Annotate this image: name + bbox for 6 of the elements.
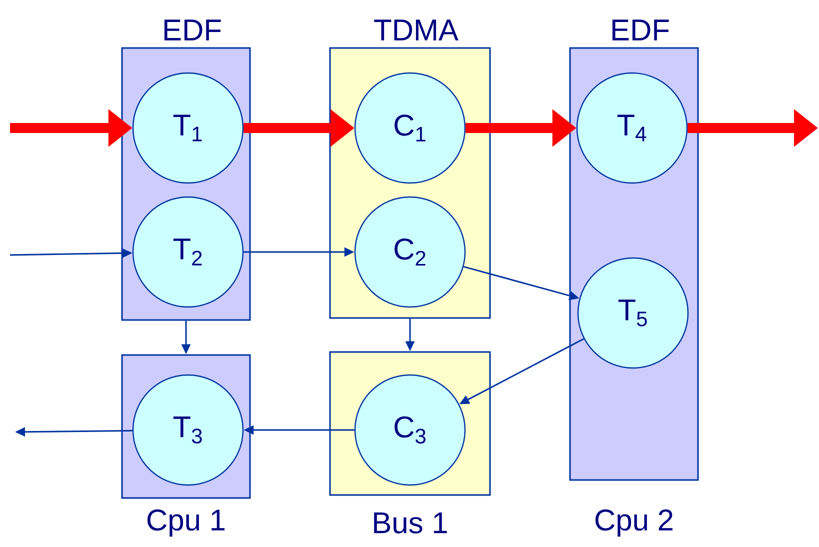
node-label: TDMA (374, 20, 458, 40)
node-label: EDF (612, 20, 669, 40)
node-label: Bus 1 (374, 512, 447, 534)
node-label: Cpu 1 (148, 509, 225, 537)
node-label: Cpu 2 (596, 509, 672, 537)
node-label: EDF (164, 20, 221, 40)
